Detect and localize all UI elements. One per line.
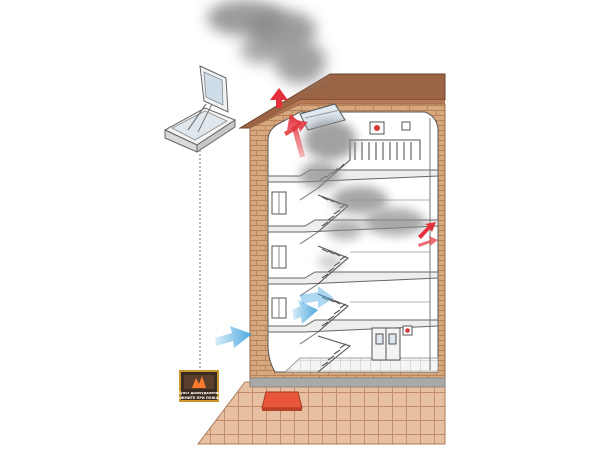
exhaust-arrow-side	[418, 222, 436, 239]
floor-hatch-icon	[261, 391, 303, 411]
ground-floor	[283, 357, 439, 373]
smoke-hatch-icon	[163, 65, 237, 153]
windows	[271, 191, 287, 319]
exhaust-arrow-upper	[284, 120, 308, 136]
entrance-door	[371, 327, 401, 361]
exhaust-arrow-skylight	[287, 114, 305, 158]
control-panel-icon[interactable]: Пульт дымоудаления НАЖМИТЕ ПРИ ПОЖАРЕ	[175, 370, 224, 402]
control-panel-line-2: НАЖМИТЕ ПРИ ПОЖАРЕ	[175, 396, 224, 400]
control-panel-line-1: Пульт дымоудаления	[178, 391, 221, 395]
exhaust-arrows	[270, 88, 438, 247]
exhaust-arrow-roof	[270, 88, 288, 108]
fresh-air-arrow-inside	[292, 300, 318, 324]
wall-sign	[369, 121, 413, 336]
fresh-air-arrows	[215, 286, 334, 348]
smoke	[207, 0, 425, 270]
fresh-air-arrow-outside	[215, 326, 252, 348]
ground-paving	[196, 381, 446, 445]
